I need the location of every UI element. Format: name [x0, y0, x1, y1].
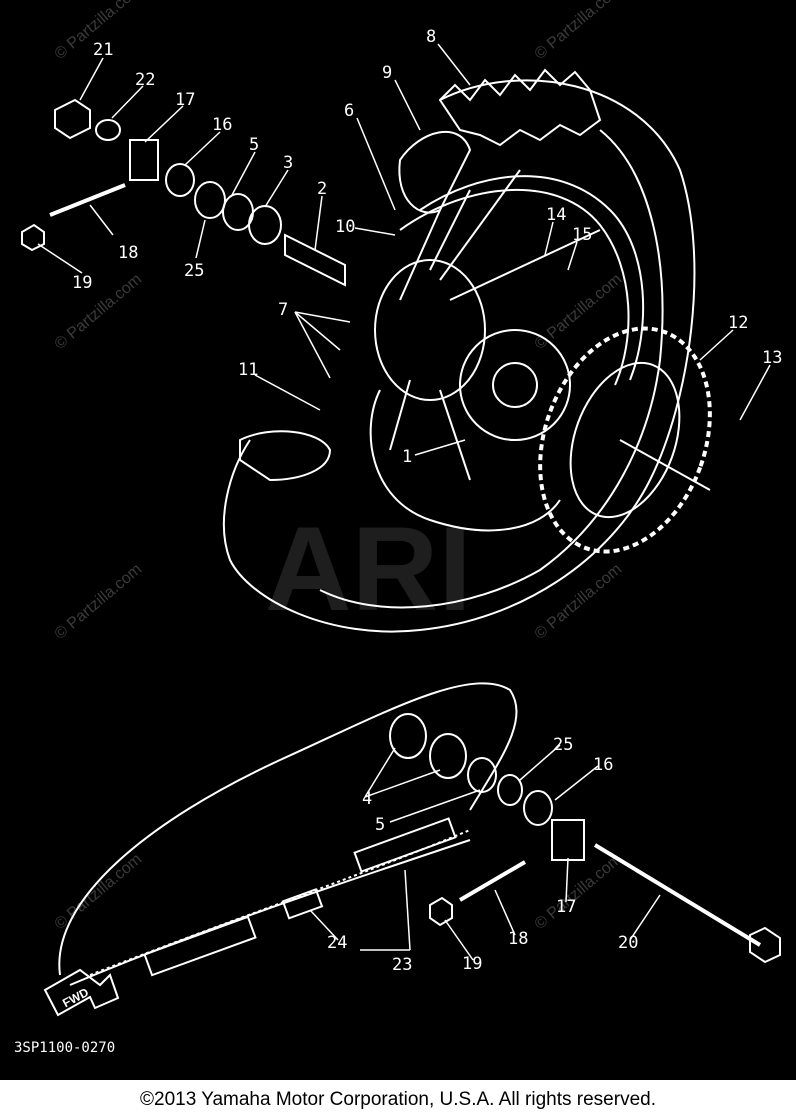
watermark: © Partzilla.com: [52, 271, 146, 353]
callout-4: 4: [362, 789, 372, 809]
nut-19-lower: [429, 896, 453, 927]
spoke: [429, 189, 471, 271]
callout-22: 22: [135, 70, 155, 90]
callout-14: 14: [546, 205, 566, 225]
tube: [398, 131, 472, 214]
watermark: © Partzilla.com: [52, 561, 146, 643]
collar-16: [165, 163, 195, 197]
rim-inner: [399, 189, 630, 386]
seal-25: [194, 181, 226, 219]
callout-12: 12: [728, 313, 748, 333]
callout-25: 25: [184, 261, 204, 281]
tire-tread: [438, 68, 602, 147]
spoke: [399, 209, 441, 301]
callout-25-lower: 25: [553, 735, 573, 755]
brake-shoe: [239, 430, 332, 482]
spoke: [439, 169, 521, 281]
callout-13: 13: [762, 348, 782, 368]
callout-19-lower: 19: [462, 954, 482, 974]
adjuster-17: [129, 139, 159, 181]
callout-8: 8: [426, 27, 436, 47]
callout-6: 6: [344, 101, 354, 121]
chain-links: [353, 817, 457, 873]
parts-diagram: ARI © Partzilla.com © Partzilla.com © Pa…: [0, 0, 796, 1080]
hub-flange: [459, 329, 571, 441]
chain-guard: [58, 682, 518, 976]
leaders: [37, 43, 771, 961]
callout-24: 24: [327, 933, 347, 953]
watermark: © Partzilla.com: [532, 271, 626, 353]
callout-21: 21: [93, 40, 113, 60]
nut-19: [21, 223, 45, 252]
sprocket-inner: [569, 361, 681, 519]
callout-labels: 21 22 17 16 5 3 2 6 9 8 18 25 19 10 7 14…: [60, 27, 782, 1010]
callout-10: 10: [335, 217, 355, 237]
washer-22: [95, 119, 121, 141]
callout-19: 19: [72, 273, 92, 293]
tire-inner: [319, 129, 664, 609]
rim: [419, 175, 645, 381]
bearing-4b: [429, 733, 467, 779]
seal-25-lower: [497, 774, 523, 806]
spoke: [439, 389, 471, 481]
axle-20: [593, 843, 762, 947]
callout-16: 16: [212, 115, 232, 135]
callout-18: 18: [118, 243, 138, 263]
callout-11: 11: [238, 360, 258, 380]
axle-spacer-2: [284, 233, 346, 287]
fwd-label: FWD: [60, 985, 91, 1010]
master-link-24: [281, 888, 324, 920]
watermark: © Partzilla.com: [532, 851, 626, 933]
collar-16-lower: [523, 790, 553, 826]
hub-center: [492, 362, 538, 408]
diagram-code: 3SP1100-0270: [14, 1040, 116, 1056]
callout-5: 5: [249, 135, 259, 155]
sprocket: [538, 326, 712, 554]
background-mark: ARI: [265, 502, 472, 636]
callout-20: 20: [618, 933, 638, 953]
rim-lower: [369, 389, 561, 532]
callout-2: 2: [317, 179, 327, 199]
callout-16-lower: 16: [593, 755, 613, 775]
copyright-footer: ©2013 Yamaha Motor Corporation, U.S.A. A…: [0, 1080, 796, 1119]
nut-21: [54, 98, 91, 140]
chain-guard-lower: [69, 839, 471, 986]
bearing-4a: [389, 713, 427, 759]
tire: [222, 79, 696, 633]
bolt-18-lower: [458, 860, 527, 902]
adjuster-17-lower: [551, 819, 585, 861]
spoke: [389, 379, 411, 451]
watermark: © Partzilla.com: [532, 0, 626, 63]
leader: [619, 439, 711, 491]
drawing-lines: [21, 68, 781, 1017]
callout-15: 15: [572, 225, 592, 245]
callout-7: 7: [278, 300, 288, 320]
callout-18-lower: 18: [508, 929, 528, 949]
rear-wheel-exploded-view: ARI © Partzilla.com © Partzilla.com © Pa…: [21, 0, 782, 1017]
callout-17: 17: [175, 90, 195, 110]
fwd-arrow: [43, 968, 120, 1017]
bearing-3: [248, 205, 282, 245]
callout-5-lower: 5: [375, 815, 385, 835]
callout-3: 3: [283, 153, 293, 173]
bolt-18: [49, 183, 126, 217]
callout-23: 23: [392, 955, 412, 975]
axle-head: [749, 926, 781, 964]
callout-1: 1: [402, 447, 412, 467]
watermark: © Partzilla.com: [52, 851, 146, 933]
watermark: © Partzilla.com: [532, 561, 626, 643]
spoke: [449, 229, 601, 301]
hub: [374, 259, 486, 401]
callout-17-lower: 17: [556, 897, 576, 917]
seal-5: [467, 757, 497, 793]
callout-9: 9: [382, 63, 392, 83]
chain-section: [143, 915, 257, 977]
